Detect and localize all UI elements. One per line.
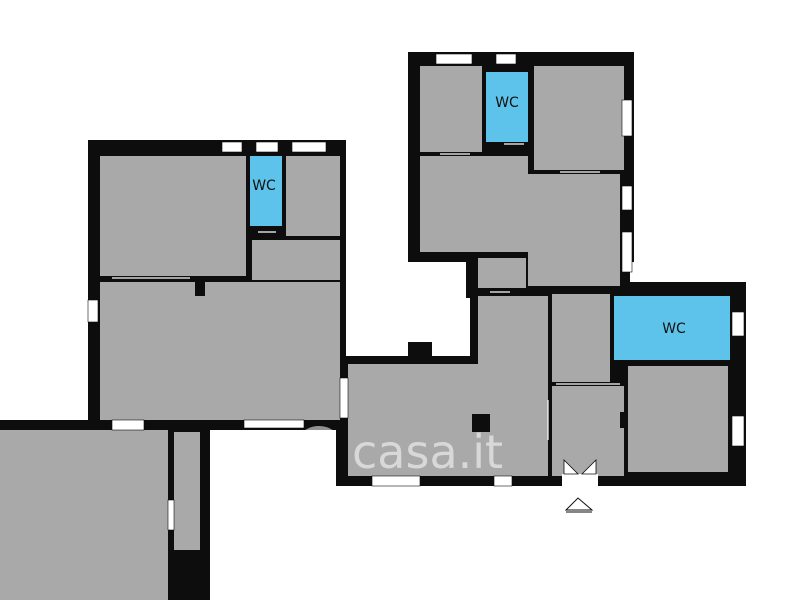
wc-label-left: WC <box>252 178 276 194</box>
pillar-left <box>195 280 205 296</box>
wc-room-right <box>614 296 730 360</box>
windows <box>87 53 745 531</box>
room-bottom-left-main <box>0 430 168 600</box>
window-left-top-2 <box>255 141 279 153</box>
window-left-top-1 <box>221 141 243 153</box>
window-right-east-2 <box>731 415 745 447</box>
room-central-corridor <box>348 364 548 476</box>
watermark: casa.it <box>294 425 503 479</box>
entrance-door-icon <box>562 459 598 488</box>
rooms <box>0 66 728 600</box>
door-bottom-left-side <box>167 499 175 531</box>
room-bottom-left-side <box>174 432 200 550</box>
partition-lines <box>112 143 620 440</box>
wc-label-top: WC <box>495 95 519 111</box>
room-left-small <box>286 156 340 236</box>
room-left-top <box>100 156 246 276</box>
interior-pillars <box>195 280 628 432</box>
room-top-right-hall <box>528 174 620 286</box>
room-right-bedroom <box>628 366 728 472</box>
wc-room-top <box>486 72 528 142</box>
window-top-right-1 <box>435 53 473 65</box>
window-central-south-2 <box>493 475 513 487</box>
window-top-right-east-2 <box>621 185 633 211</box>
window-top-right-2 <box>495 53 517 65</box>
room-left-hall <box>252 240 340 280</box>
window-left-south-2 <box>243 419 305 429</box>
wc-room-left <box>250 156 282 226</box>
room-top-right-living <box>420 156 528 252</box>
room-top-right-bedroom <box>534 66 624 170</box>
room-top-right-small <box>420 66 482 152</box>
window-top-right-east-1 <box>621 99 633 137</box>
room-top-right-closet <box>478 258 526 288</box>
room-left-large <box>100 282 340 420</box>
wall-shell-central-notch <box>408 342 432 362</box>
window-central-south-1 <box>371 475 421 487</box>
wc-rooms <box>250 72 730 360</box>
window-right-east-1 <box>731 311 745 337</box>
watermark-text: casa.it <box>352 425 503 479</box>
room-middle-entrance <box>552 386 624 476</box>
pillar-central <box>472 414 490 432</box>
room-central-lobby <box>478 296 548 370</box>
window-top-right-east-3 <box>621 231 633 273</box>
wc-label-right: WC <box>662 321 686 337</box>
window-left-west-1 <box>87 299 99 323</box>
watermark-logo-icon <box>294 426 335 476</box>
door-left-interior <box>339 377 349 419</box>
window-left-south-1 <box>111 419 145 431</box>
pillar-right <box>620 412 628 428</box>
window-left-top-3 <box>291 141 327 153</box>
entrance-arrow-icon <box>564 497 594 513</box>
room-middle-upper <box>552 294 610 382</box>
